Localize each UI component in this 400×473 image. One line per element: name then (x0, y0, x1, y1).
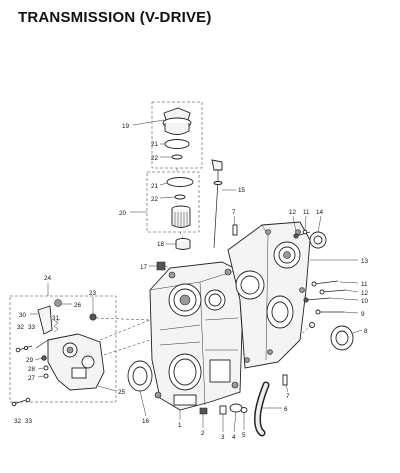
callout-25: 25 (118, 389, 126, 396)
callout-17: 17 (140, 264, 148, 271)
callout-9: 9 (361, 311, 365, 318)
box-cap-assembly (151, 101, 203, 169)
part-6-hose (254, 381, 270, 437)
callout-21-bottom: 21 (151, 183, 159, 190)
callout-6: 6 (284, 406, 288, 413)
callout-18: 18 (157, 241, 165, 248)
callout-7-bottom: 7 (286, 393, 290, 400)
parts-9-to-12-right-bolts (299, 280, 347, 336)
parts-2-to-5-drain-fittings (199, 403, 248, 415)
callout-23: 23 (89, 290, 97, 297)
part-8-oil-seal (330, 325, 354, 351)
callout-33-bottom: 33 (25, 418, 33, 425)
page-title: TRANSMISSION (V-DRIVE) (18, 9, 212, 26)
callout-3: 3 (221, 434, 225, 441)
callout-20: 20 (119, 210, 127, 217)
callout-10: 10 (361, 298, 369, 305)
part-16-gasket (127, 360, 153, 392)
callout-24: 24 (44, 275, 52, 282)
callout-22-bottom: 22 (151, 196, 159, 203)
box-control-assembly (9, 295, 151, 403)
part-14-oil-seal (309, 231, 327, 249)
box-filter-assembly (146, 171, 200, 233)
callout-14: 14 (316, 209, 324, 216)
callout-28: 28 (28, 366, 36, 373)
callout-12-right: 12 (361, 290, 369, 297)
callout-27: 27 (28, 375, 36, 382)
callout-33-top: 33 (28, 324, 36, 331)
callout-11-top: 11 (303, 209, 310, 216)
callout-15: 15 (238, 187, 246, 194)
part-23-plug (89, 313, 151, 321)
callout-26: 26 (74, 302, 82, 309)
callout-30: 30 (19, 312, 27, 319)
callout-1: 1 (178, 422, 182, 429)
callout-32-top: 32 (17, 324, 25, 331)
callout-19: 19 (122, 123, 130, 130)
part-18-plug (175, 238, 191, 250)
parts-11-12-top-bolts (293, 229, 311, 239)
callout-16: 16 (142, 418, 150, 425)
callout-5: 5 (242, 432, 246, 439)
parts-32-33-bottom-bolts (11, 397, 31, 407)
part-13-rear-housing (227, 221, 311, 369)
leader-lines (30, 119, 363, 433)
callout-13: 13 (361, 258, 369, 265)
callout-4: 4 (232, 434, 236, 441)
callout-29: 29 (26, 357, 34, 364)
callout-7-top: 7 (232, 209, 236, 216)
part-15-dipstick (211, 159, 223, 249)
callout-2: 2 (201, 430, 205, 437)
part-1-main-housing (149, 261, 243, 411)
callout-31: 31 (52, 315, 60, 322)
callout-11-right: 11 (361, 281, 368, 288)
callout-22-top: 22 (151, 155, 159, 162)
callout-12-top: 12 (289, 209, 297, 216)
callout-21-top: 21 (151, 141, 159, 148)
callout-32-bottom: 32 (14, 418, 22, 425)
callout-8: 8 (364, 328, 368, 335)
callout-labels: 19 21 22 21 22 20 15 18 17 7 12 11 14 13… (14, 123, 369, 441)
